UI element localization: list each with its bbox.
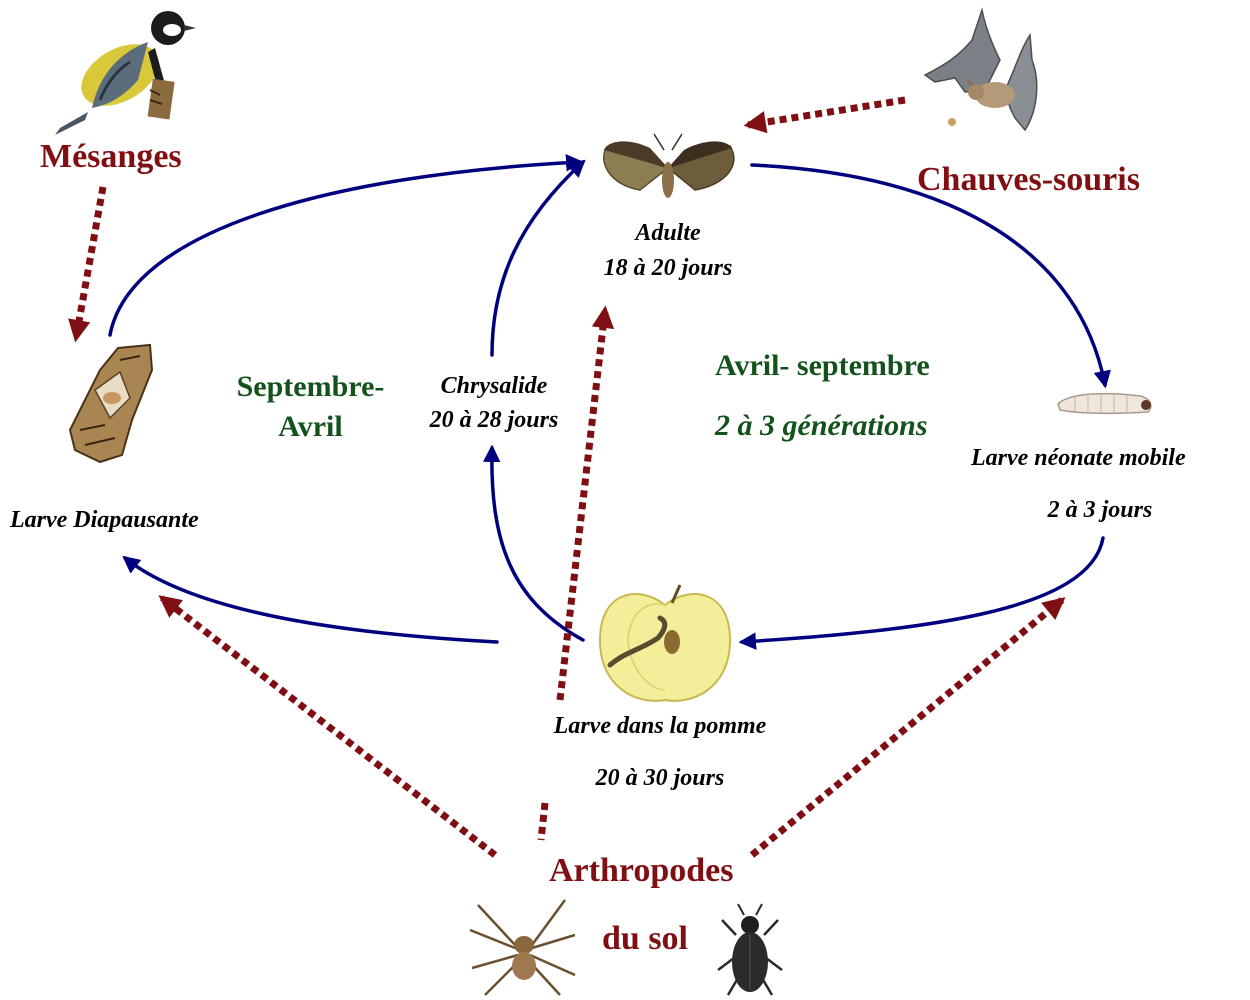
arrow-apple-to-diapause (125, 558, 497, 642)
apple-cross-section-icon (600, 585, 730, 701)
predator-label-arthropods: Arthropodes (549, 851, 734, 890)
predation-arrow-bats (748, 100, 905, 125)
predation-arrow-arthropods-diapause (162, 598, 495, 855)
stage-chrysalis-duration: 20 à 28 jours (404, 407, 584, 435)
neonate-larva-icon (1058, 394, 1151, 414)
predator-label-bats: Chauves-souris (917, 160, 1140, 199)
predation-arrow-arthropods-adult-tail (541, 803, 545, 840)
predator-label-tits: Mésanges (40, 137, 182, 176)
spider-icon (470, 900, 575, 995)
stage-neonate-duration: 2 à 3 jours (1010, 497, 1190, 525)
arrow-neonate-to-apple (742, 538, 1103, 642)
bark-with-cocoon-icon (70, 345, 152, 462)
season-winter-line2: Avril (218, 410, 403, 445)
stage-adult-name: Adulte (588, 220, 748, 248)
ground-beetle-icon (718, 904, 782, 995)
stage-apple-larva-duration: 20 à 30 jours (560, 765, 760, 793)
season-summer-period: Avril- septembre (715, 349, 930, 384)
predation-arrow-tits (76, 187, 103, 338)
bat-icon (925, 10, 1037, 130)
stage-neonate-name: Larve néonate mobile (971, 445, 1186, 473)
great-tit-bird-icon (55, 11, 196, 135)
stage-diapause-name: Larve Diapausante (10, 507, 199, 535)
stage-chrysalis-name: Chrysalide (404, 373, 584, 401)
stage-apple-larva-name: Larve dans la pomme (520, 713, 800, 741)
predator-label-soil: du sol (602, 919, 688, 958)
arrow-diapause-to-adult (110, 162, 580, 335)
season-winter-line1: Septembre- (218, 370, 403, 405)
stage-adult-duration: 18 à 20 jours (568, 255, 768, 283)
codling-moth-icon (604, 134, 734, 198)
season-summer-generations: 2 à 3 générations (715, 409, 928, 444)
